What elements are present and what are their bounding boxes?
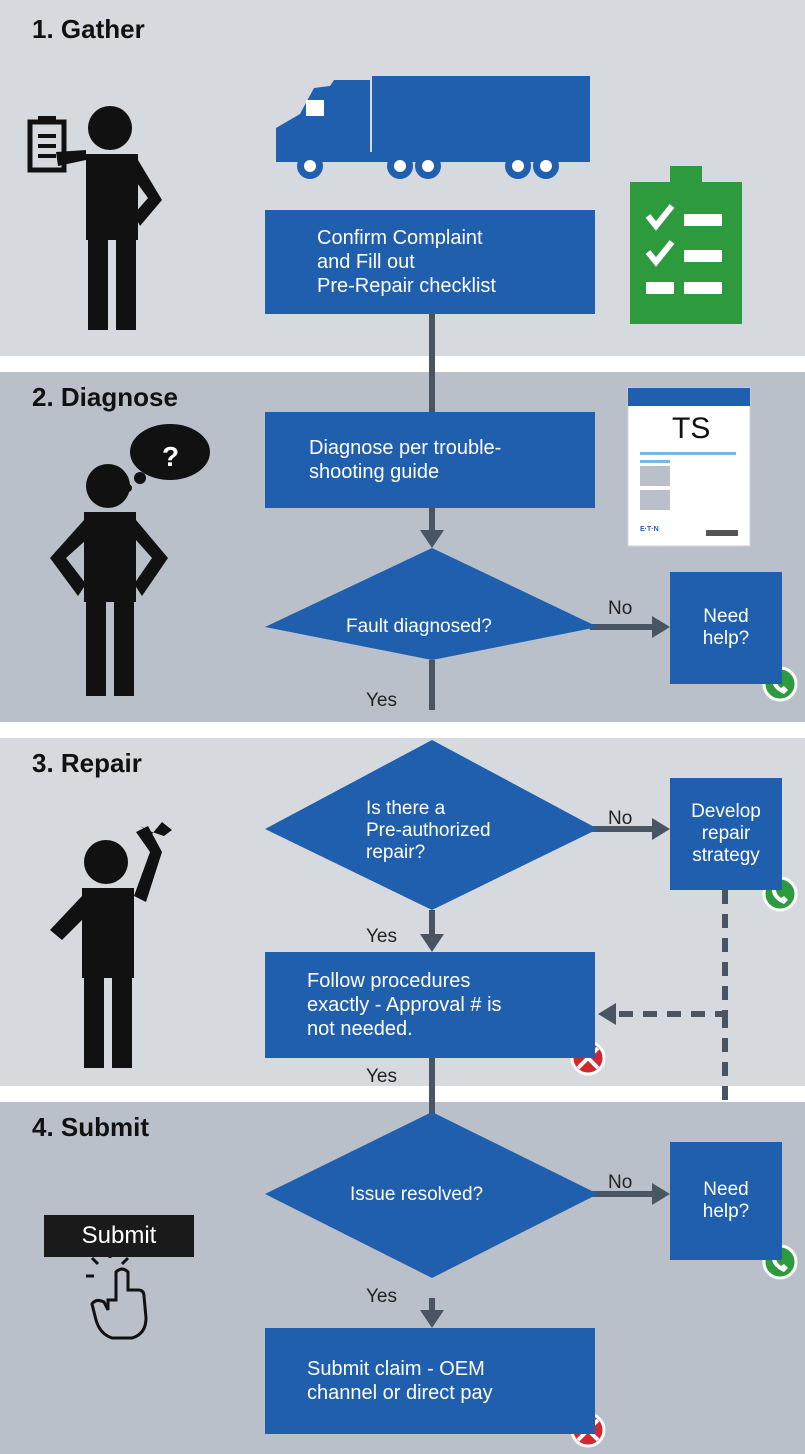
decision-diamond-fault xyxy=(265,548,598,660)
hand-pointer-icon xyxy=(86,1250,148,1340)
need-help-text-1: Need help? xyxy=(702,606,750,649)
no-label-3: No xyxy=(608,1172,633,1193)
fault-diagnosed-text: Fault diagnosed? xyxy=(346,616,492,637)
follow-procedures-text: Follow procedures exactly - Approval # i… xyxy=(307,970,502,1040)
truck-icon xyxy=(276,76,590,179)
arrowheads xyxy=(420,530,670,1328)
yes-label-2: Yes xyxy=(366,926,397,947)
no-label-2: No xyxy=(608,808,633,829)
need-help-text-2: Need help? xyxy=(702,1179,750,1222)
dashed-connector xyxy=(616,890,728,1110)
submit-claim-step: Submit claim - OEM channel or direct pay xyxy=(265,1328,595,1434)
person-wrench-icon xyxy=(50,822,172,1068)
yes-label-1: Yes xyxy=(366,690,397,711)
section-title-diagnose: 2. Diagnose xyxy=(32,382,178,412)
develop-repair-strategy-box[interactable]: Develop repair strategy xyxy=(670,778,782,890)
person-clipboard-icon xyxy=(27,106,162,330)
guide-logo: E·T·N xyxy=(640,526,659,533)
section-title-repair: 3. Repair xyxy=(32,748,142,778)
diagnose-step: Diagnose per trouble- shooting guide xyxy=(265,412,595,508)
troubleshooting-guide-icon xyxy=(627,387,751,547)
yes-label-3: Yes xyxy=(366,1066,397,1087)
guide-title: TS xyxy=(672,412,711,445)
question-mark-icon: ? xyxy=(162,441,179,472)
follow-procedures-step: Follow procedures exactly - Approval # i… xyxy=(265,952,595,1058)
section-title-gather: 1. Gather xyxy=(32,14,145,44)
diagnose-text: Diagnose per trouble- shooting guide xyxy=(309,437,502,483)
checklist-icon xyxy=(630,166,742,324)
pre-authorized-text: Is there a Pre-authorized repair? xyxy=(366,798,491,863)
submit-claim-text: Submit claim - OEM channel or direct pay xyxy=(307,1358,493,1404)
submit-button[interactable]: Submit xyxy=(44,1215,194,1257)
need-help-box-1[interactable]: Need help? xyxy=(670,572,782,684)
issue-resolved-text: Issue resolved? xyxy=(350,1184,484,1205)
confirm-complaint-text: Confirm Complaint and Fill out Pre-Repai… xyxy=(317,227,496,297)
no-label-1: No xyxy=(608,598,633,619)
need-help-box-2[interactable]: Need help? xyxy=(670,1142,782,1260)
yes-label-4: Yes xyxy=(366,1286,397,1307)
decision-diamond-resolved xyxy=(265,1112,598,1278)
confirm-complaint-step: Confirm Complaint and Fill out Pre-Repai… xyxy=(265,210,595,314)
develop-strategy-text: Develop repair strategy xyxy=(691,801,761,866)
decision-diamond-preauth xyxy=(265,740,598,910)
section-title-submit: 4. Submit xyxy=(32,1112,150,1142)
person-thinking-icon xyxy=(50,424,210,696)
